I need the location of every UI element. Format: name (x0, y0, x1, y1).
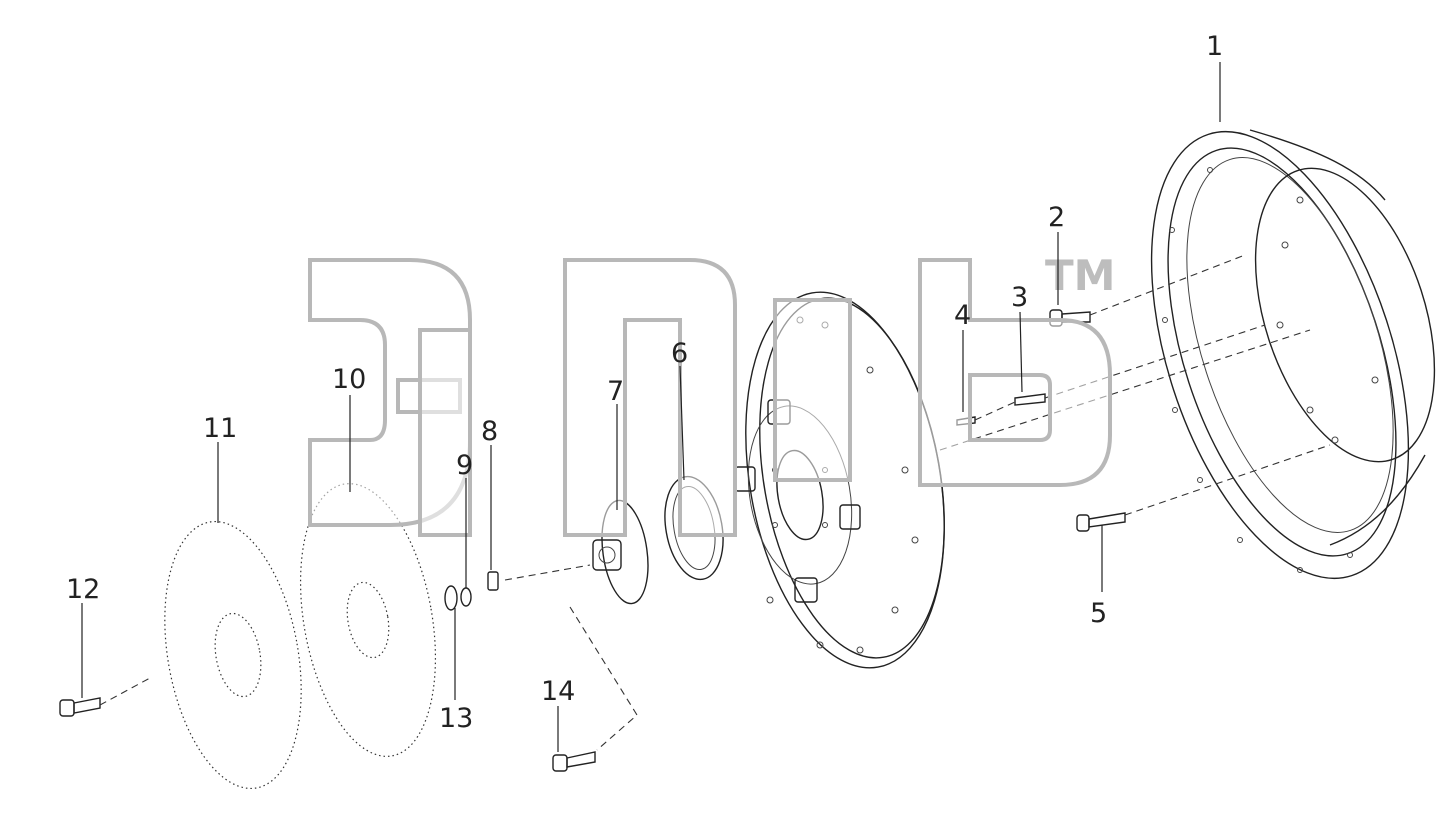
callout-5: 5 (1090, 598, 1107, 629)
callout-7: 7 (607, 376, 624, 407)
callout-8: 8 (481, 416, 498, 447)
watermark-logo: TM (308, 251, 1115, 537)
callout-2: 2 (1048, 202, 1065, 233)
callout-14: 14 (541, 676, 575, 707)
callout-10: 10 (332, 364, 366, 395)
callout-11: 11 (203, 413, 237, 444)
callout-13: 13 (439, 703, 473, 734)
leader-lines (81, 62, 1221, 752)
part-12-bolt (59, 697, 101, 717)
callout-4: 4 (954, 300, 971, 331)
part-1-housing (1150, 129, 1436, 580)
part-13-ring (444, 585, 458, 611)
callout-12: 12 (66, 574, 100, 605)
part-5-bolt (1076, 512, 1126, 532)
callout-3: 3 (1011, 282, 1028, 313)
part-11-disc (164, 520, 302, 790)
callout-1: 1 (1206, 31, 1223, 62)
callout-6: 6 (671, 338, 688, 369)
trademark-symbol: TM (1045, 251, 1115, 300)
part-9-washer (460, 587, 472, 607)
part-3-stud (1014, 393, 1046, 406)
callout-labels: 1 2 3 4 5 6 7 8 9 10 11 12 13 14 (66, 31, 1223, 734)
callout-9: 9 (456, 450, 473, 481)
part-14-bolt (552, 751, 596, 772)
part-8-bolt (487, 571, 499, 591)
